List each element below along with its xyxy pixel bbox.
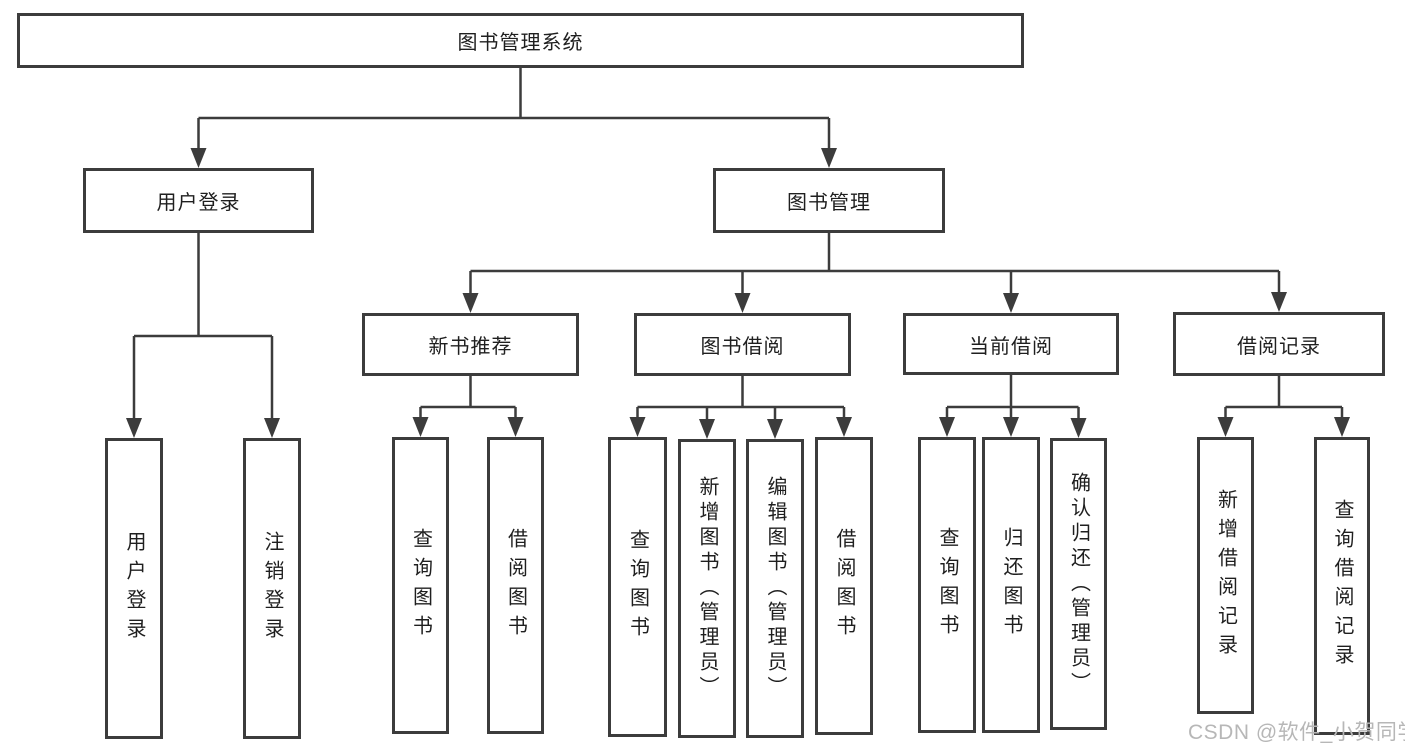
arrowhead bbox=[1003, 417, 1019, 437]
node-leaf-nb-query-book-label: 查询图书 bbox=[409, 527, 432, 644]
node-book-management-label: 图书管理 bbox=[787, 192, 871, 214]
arrowhead bbox=[629, 417, 646, 437]
arrowhead bbox=[1271, 292, 1287, 312]
node-current-borrow: 当前借阅 bbox=[903, 313, 1119, 375]
node-leaf-bb-query-book: 查询图书 bbox=[608, 437, 667, 737]
node-leaf-br-add-record-label: 新增借阅记录 bbox=[1214, 488, 1237, 663]
arrowhead bbox=[462, 293, 479, 313]
node-leaf-bb-borrow-book-label: 借阅图书 bbox=[833, 528, 855, 644]
node-leaf-logout-label: 注销登录 bbox=[261, 530, 283, 647]
node-leaf-nb-borrow-book-label: 借阅图书 bbox=[504, 527, 527, 644]
node-leaf-bb-edit-book-label: 编辑图书（管理员） bbox=[764, 476, 786, 701]
arrowhead bbox=[1334, 417, 1350, 437]
node-borrow-record-label: 借阅记录 bbox=[1237, 335, 1321, 358]
node-leaf-bb-query-book-label: 查询图书 bbox=[626, 529, 649, 645]
node-leaf-bb-add-book: 新增图书（管理员） bbox=[678, 439, 736, 738]
arrowhead bbox=[821, 148, 837, 168]
node-leaf-cb-return-book: 归还图书 bbox=[982, 437, 1040, 733]
node-leaf-cb-query-book-label: 查询图书 bbox=[936, 527, 958, 643]
node-leaf-logout: 注销登录 bbox=[243, 438, 301, 739]
arrowhead bbox=[507, 417, 524, 437]
arrowhead bbox=[1070, 418, 1087, 438]
node-leaf-user-login: 用户登录 bbox=[105, 438, 163, 739]
node-book-borrow: 图书借阅 bbox=[634, 313, 851, 376]
node-leaf-nb-borrow-book: 借阅图书 bbox=[487, 437, 544, 734]
node-root-label: 图书管理系统 bbox=[457, 32, 584, 54]
node-book-management: 图书管理 bbox=[713, 168, 945, 233]
arrowhead bbox=[734, 293, 751, 313]
arrowhead bbox=[836, 417, 852, 437]
node-new-book-recommend-label: 新书推荐 bbox=[428, 336, 513, 358]
node-current-borrow-label: 当前借阅 bbox=[969, 335, 1053, 358]
arrowhead bbox=[190, 148, 207, 168]
node-leaf-bb-add-book-label: 新增图书（管理员） bbox=[696, 476, 718, 701]
node-leaf-nb-query-book: 查询图书 bbox=[392, 437, 449, 734]
node-leaf-user-login-label: 用户登录 bbox=[123, 530, 145, 647]
node-leaf-cb-confirm-return: 确认归还（管理员） bbox=[1050, 438, 1107, 730]
arrowhead bbox=[126, 418, 142, 438]
arrowhead bbox=[767, 419, 783, 439]
node-user-login: 用户登录 bbox=[83, 168, 314, 233]
arrowhead bbox=[264, 418, 280, 438]
node-leaf-br-query-record-label: 查询借阅记录 bbox=[1331, 499, 1353, 673]
node-leaf-cb-confirm-return-label: 确认归还（管理员） bbox=[1067, 471, 1090, 697]
node-leaf-cb-return-book-label: 归还图书 bbox=[1000, 527, 1022, 643]
node-user-login-label: 用户登录 bbox=[156, 192, 241, 214]
node-leaf-br-add-record: 新增借阅记录 bbox=[1197, 437, 1254, 714]
arrowhead bbox=[1217, 417, 1234, 437]
node-leaf-bb-edit-book: 编辑图书（管理员） bbox=[746, 439, 804, 738]
arrowhead bbox=[939, 417, 955, 437]
node-leaf-bb-borrow-book: 借阅图书 bbox=[815, 437, 873, 735]
node-borrow-record: 借阅记录 bbox=[1173, 312, 1385, 376]
arrowhead bbox=[412, 417, 429, 437]
node-leaf-cb-query-book: 查询图书 bbox=[918, 437, 976, 733]
node-new-book-recommend: 新书推荐 bbox=[362, 313, 579, 376]
node-book-borrow-label: 图书借阅 bbox=[700, 336, 785, 358]
watermark-text: CSDN @软件_小贺同学 bbox=[1188, 721, 1405, 744]
node-root: 图书管理系统 bbox=[17, 13, 1024, 68]
arrowhead bbox=[1003, 293, 1019, 313]
node-leaf-br-query-record: 查询借阅记录 bbox=[1314, 437, 1370, 735]
arrowhead bbox=[699, 419, 715, 439]
